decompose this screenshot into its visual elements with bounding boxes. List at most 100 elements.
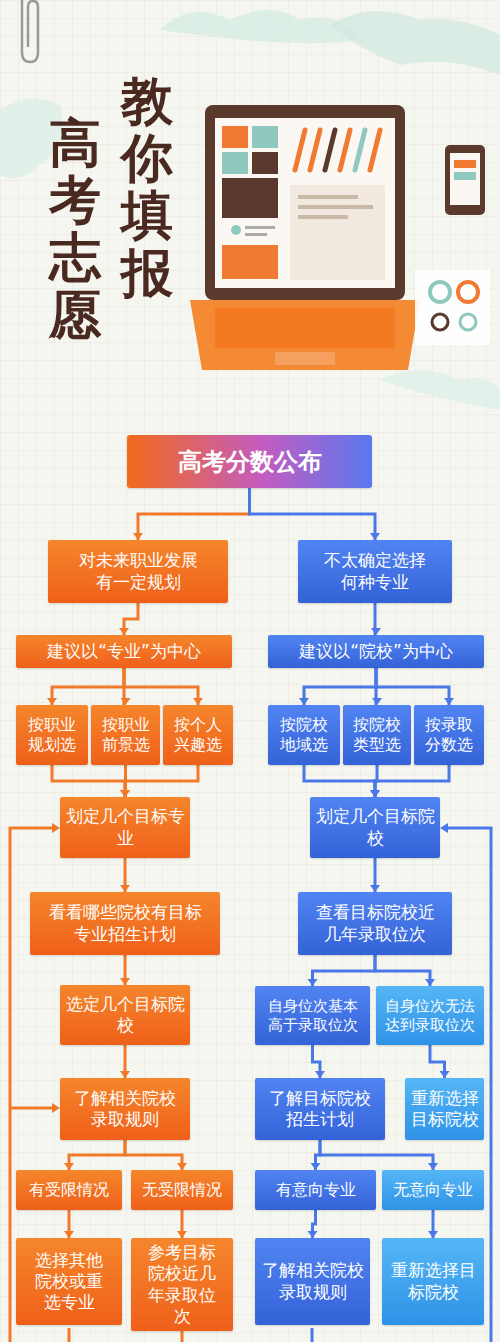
flow-connector [313, 1045, 326, 1078]
line [245, 226, 275, 229]
arrowhead [311, 1163, 321, 1170]
box-text: 有意向专业 [276, 1180, 356, 1200]
box-text: 重新选择目标院校 [410, 1088, 479, 1131]
vertical-title: 高考志愿 [49, 114, 101, 343]
arrowhead [308, 979, 318, 986]
donut [458, 282, 478, 302]
box-text: 高考分数公布 [178, 447, 322, 477]
box-text: 按院校类型选 [348, 715, 406, 755]
tile [222, 152, 248, 174]
line [10, 1107, 54, 1110]
box-text: 了解目标院校招生计划 [269, 1088, 371, 1131]
flow-connector [124, 668, 203, 705]
connector-line [304, 668, 376, 705]
laptop-base [190, 300, 420, 370]
box-text: 选定几个目标院校 [65, 994, 185, 1037]
arrowhead [177, 1163, 187, 1170]
process-box: 查看目标院校近几年录取位次 [298, 892, 452, 955]
connector-line [320, 1140, 433, 1170]
process-box: 有受限情况 [16, 1170, 122, 1210]
arrowhead [177, 1231, 187, 1238]
arrowhead [428, 1163, 438, 1170]
arrowhead [120, 790, 130, 797]
donut [460, 314, 476, 330]
phone [445, 145, 485, 215]
flow-connector [375, 955, 435, 986]
flow-connector [52, 765, 130, 797]
process-box: 了解相关院校录取规则 [60, 1078, 190, 1140]
line [68, 1328, 71, 1342]
flow-connector [304, 765, 380, 797]
box-text: 自身位次无法达到录取位次 [384, 997, 477, 1035]
tile [252, 152, 278, 174]
chart-card [415, 270, 490, 345]
process-box: 按个人兴趣选 [163, 705, 233, 765]
box-text: 了解相关院校录取规则 [260, 1260, 365, 1303]
phone-screen [450, 153, 480, 205]
arrowhead [120, 1071, 130, 1078]
process-box: 选定几个目标院校 [60, 985, 190, 1045]
connector-line [69, 1140, 125, 1170]
connector-line [138, 488, 250, 540]
process-box: 重新选择目标院校 [382, 1238, 484, 1325]
arrowhead [133, 533, 143, 540]
flow-connector [250, 488, 381, 540]
process-box: 建议以“院校”为中心 [268, 635, 484, 668]
process-box: 无受限情况 [131, 1170, 233, 1210]
vertical-title: 教你填报 [121, 72, 173, 301]
flow-connector [133, 488, 250, 540]
laptop-screen-frame [205, 105, 405, 300]
connector-line [376, 668, 449, 705]
cloud [330, 11, 500, 75]
bars [295, 130, 380, 170]
box-text: 看看哪些院校有目标专业招生计划 [49, 902, 202, 945]
flow-connector [177, 1210, 187, 1238]
arrowhead [64, 1163, 74, 1170]
arrowhead [121, 698, 131, 705]
box-text: 划定几个目标专业 [65, 806, 185, 849]
flow-connector [120, 1045, 130, 1078]
box-text: 选择其他院校或重选专业 [35, 1250, 103, 1314]
flow-connector [125, 1140, 187, 1170]
flow-connector [308, 1210, 318, 1238]
flow-connector [376, 668, 454, 705]
connector-line [124, 668, 198, 705]
arrowhead [444, 698, 454, 705]
process-box: 划定几个目标院校 [310, 797, 440, 858]
arrowhead [428, 1231, 438, 1238]
box-text: 不太确定选择何种专业 [324, 550, 426, 593]
process-box: 按录取分数选 [414, 705, 484, 765]
process-box: 有意向专业 [255, 1170, 376, 1210]
process-box: 重新选择目标院校 [405, 1078, 484, 1140]
donut [432, 314, 448, 330]
arrowhead [370, 885, 380, 892]
arrowhead [371, 628, 381, 635]
process-box: 划定几个目标专业 [60, 797, 190, 858]
flow-connector [119, 603, 138, 635]
arrowhead [370, 790, 380, 797]
box-text: 参考目标院校近几年录取位次 [148, 1242, 216, 1327]
process-box: 不太确定选择何种专业 [298, 540, 452, 603]
arrowhead [370, 790, 380, 797]
touchpad [275, 352, 335, 365]
box-text: 按个人兴趣选 [168, 715, 228, 755]
arrowhead [64, 1231, 74, 1238]
connector-line [52, 668, 124, 705]
arrowhead [370, 790, 380, 797]
cloud [380, 370, 500, 410]
process-box: 对未来职业发展有一定规划 [48, 540, 228, 603]
connector-line [313, 955, 376, 986]
box-text: 划定几个目标院校 [315, 806, 435, 849]
laptop-screen [215, 118, 395, 288]
box-text: 有受限情况 [29, 1180, 109, 1200]
tile [454, 172, 476, 180]
dot [231, 225, 241, 235]
process-box: 了解相关院校录取规则 [255, 1238, 370, 1325]
tile [222, 245, 278, 279]
process-box: 了解目标院校招生计划 [255, 1078, 385, 1140]
line [298, 195, 358, 199]
box-text: 无意向专业 [393, 1180, 473, 1200]
box-text: 按录取分数选 [419, 715, 479, 755]
box-text: 查看目标院校近几年录取位次 [316, 902, 435, 945]
